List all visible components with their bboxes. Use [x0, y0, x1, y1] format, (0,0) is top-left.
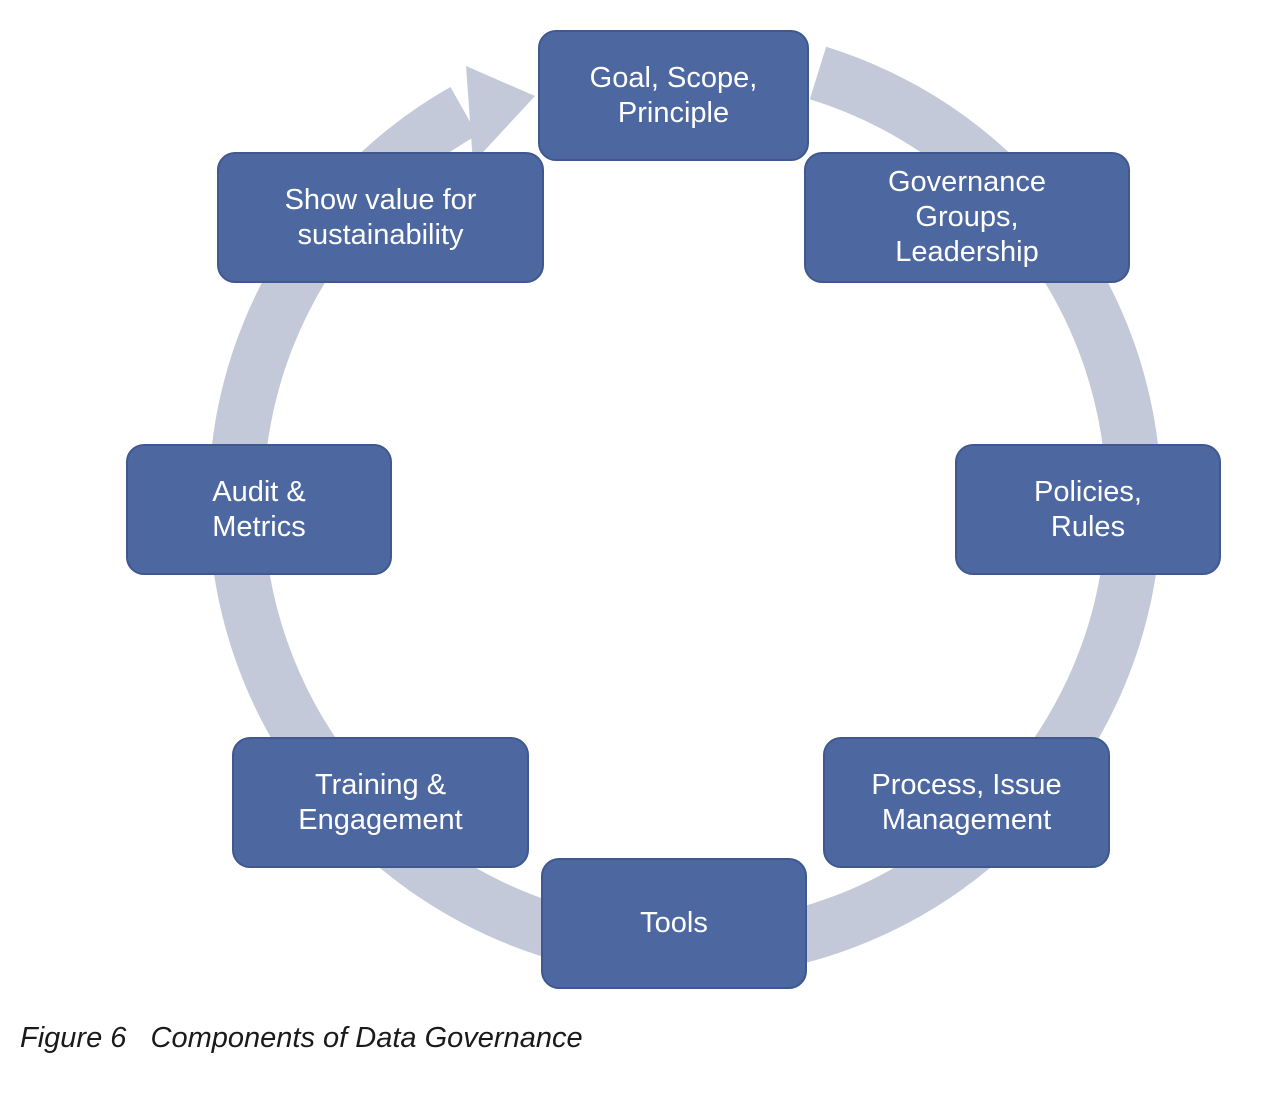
node-process-issue-management: Process, Issue Management [823, 737, 1110, 868]
node-governance-groups-leadership: Governance Groups, Leadership [804, 152, 1130, 283]
node-tools: Tools [541, 858, 807, 989]
ring-arrowhead [466, 66, 535, 163]
node-policies-rules: Policies, Rules [955, 444, 1221, 575]
node-training-engagement: Training & Engagement [232, 737, 529, 868]
node-show-value-sustainability: Show value for sustainability [217, 152, 544, 283]
figure-caption: Figure 6 Components of Data Governance [20, 1022, 583, 1054]
node-goal-scope-principle: Goal, Scope, Principle [538, 30, 809, 161]
node-audit-metrics: Audit & Metrics [126, 444, 392, 575]
